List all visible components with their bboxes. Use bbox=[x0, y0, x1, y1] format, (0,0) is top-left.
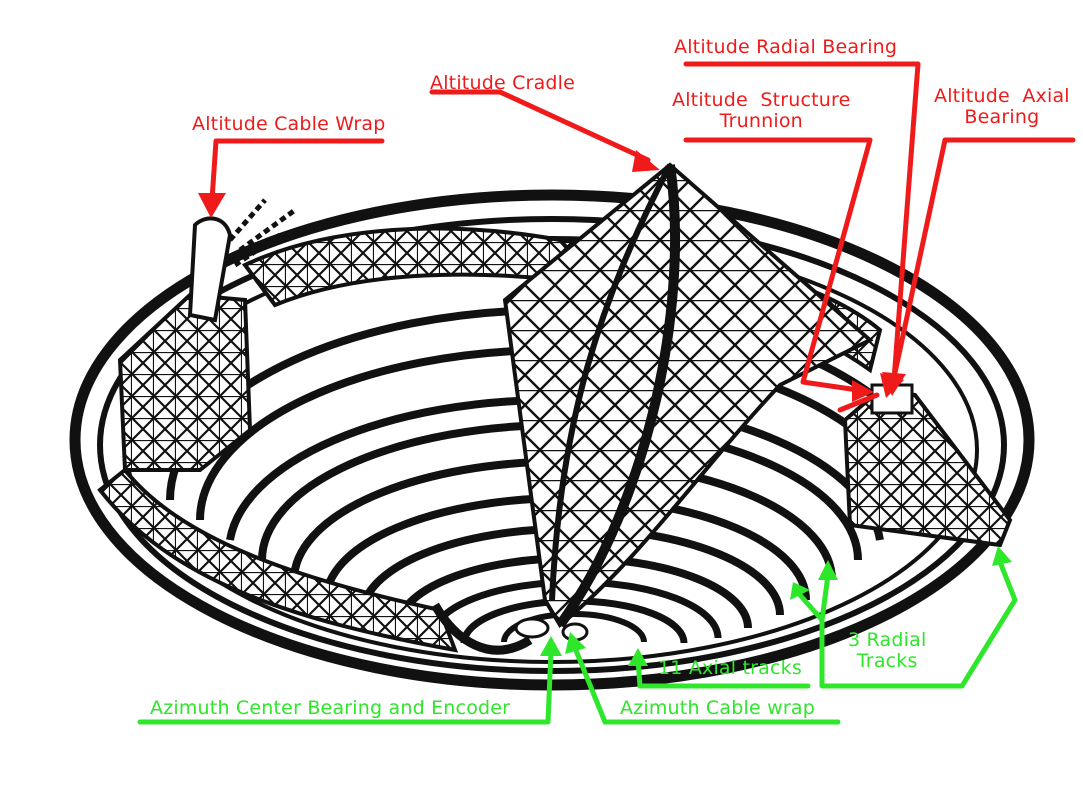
azimuth-callout-arrowheads bbox=[540, 546, 1012, 666]
label-altitude-cable-wrap: Altitude Cable Wrap bbox=[192, 113, 386, 135]
callout-line-cradle bbox=[429, 89, 651, 163]
callout-line-axial-bearing bbox=[890, 137, 1076, 385]
callout-line-axial-tracks bbox=[635, 657, 811, 689]
callout-line-radial-bearing bbox=[683, 61, 921, 383]
azimuth-callouts bbox=[137, 559, 1018, 725]
label-azimuth-cable-wrap: Azimuth Cable wrap bbox=[620, 697, 815, 719]
callout-line-radial-tracks bbox=[797, 559, 1018, 689]
callout-line-center-bearing bbox=[137, 647, 554, 725]
azimuth-center-bearing bbox=[514, 617, 589, 642]
callout-line-trunnion-pointer bbox=[837, 392, 880, 413]
arrowhead-radial-track-2 bbox=[818, 560, 838, 580]
cable-wrap-structure bbox=[187, 198, 297, 323]
altitude-callouts bbox=[209, 61, 1076, 413]
label-axial-tracks: 11 Axial tracks bbox=[658, 657, 802, 679]
arrowhead-radial-track-1 bbox=[790, 582, 810, 600]
label-altitude-radial-bearing: Altitude Radial Bearing bbox=[674, 36, 898, 58]
label-altitude-axial-bearing: Altitude Axial Bearing bbox=[934, 85, 1070, 128]
arrowhead-center-bearing bbox=[540, 636, 562, 656]
label-radial-tracks: 3 Radial Tracks bbox=[848, 629, 927, 672]
label-altitude-cradle: Altitude Cradle bbox=[430, 72, 576, 94]
altitude-cradle-structure bbox=[502, 162, 874, 629]
arrowhead-axial-tracks bbox=[628, 648, 648, 666]
arrowhead-cradle bbox=[632, 150, 660, 172]
arrowhead-az-cable-wrap bbox=[565, 632, 586, 654]
arrowhead-radial-track-3 bbox=[992, 546, 1012, 566]
altitude-callout-arrowheads bbox=[198, 150, 906, 402]
callout-line-trunnion bbox=[683, 137, 873, 393]
trunnion-tower bbox=[842, 383, 1013, 548]
callout-line-cable-wrap bbox=[209, 138, 385, 203]
label-azimuth-center-bearing: Azimuth Center Bearing and Encoder bbox=[150, 697, 511, 719]
label-altitude-structure-trunnion: Altitude Structure Trunnion bbox=[672, 89, 851, 132]
arrowhead-cable-wrap bbox=[198, 193, 226, 218]
callout-line-az-cable-wrap bbox=[572, 645, 841, 725]
arrowhead-trunnion bbox=[852, 380, 874, 402]
arrowhead-axial-bearing bbox=[880, 373, 904, 398]
